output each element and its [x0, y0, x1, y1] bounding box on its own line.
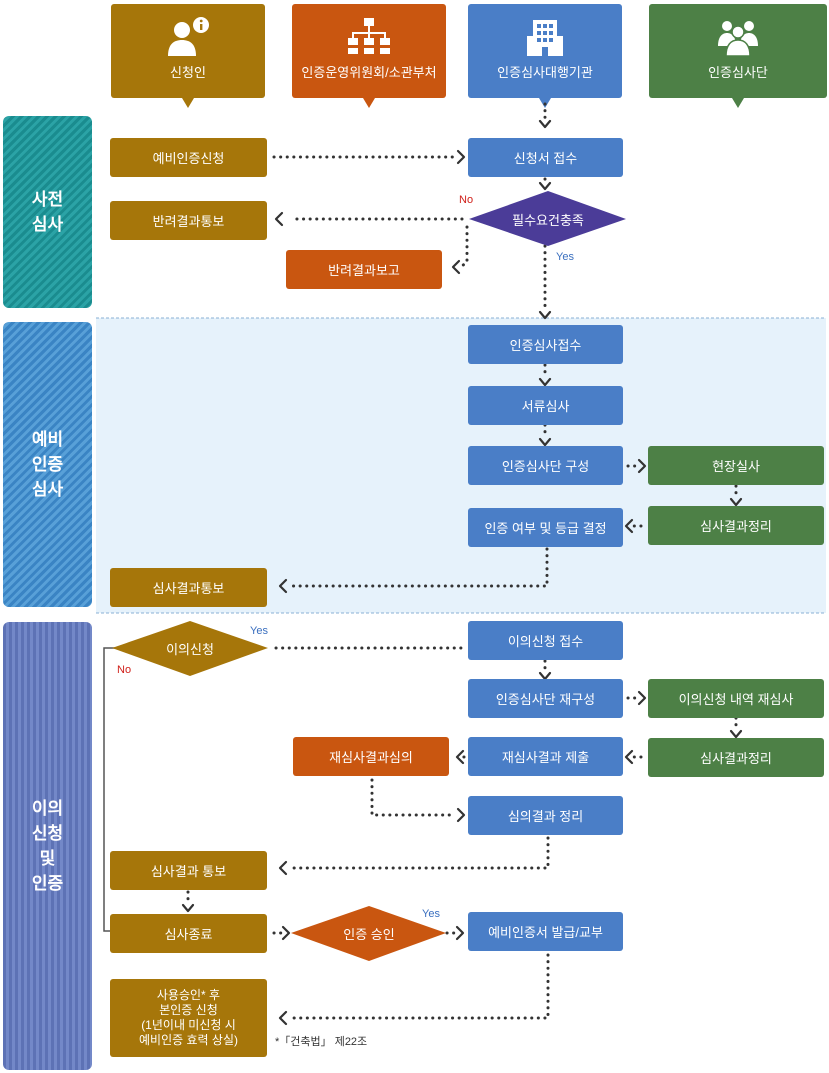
prelim-apply-box: 예비인증신청: [110, 138, 267, 177]
approval-yes-label: Yes: [422, 908, 440, 920]
requirements-yes-label: Yes: [556, 251, 574, 263]
doc-review-box: 서류심사: [468, 386, 623, 425]
review-end-box: 심사종료: [110, 914, 267, 953]
requirements-no-label: No: [459, 194, 474, 206]
approval-diamond: [291, 906, 446, 961]
deliberation-summary-box: 심의결과 정리: [468, 796, 623, 835]
footnote: *「건축법」 제22조: [275, 1036, 368, 1048]
rereview-submit-box: 재심사결과 제출: [468, 737, 623, 776]
header-review-team-label: 인증심사단: [708, 65, 768, 80]
objection-receipt-box: 이의신청 접수: [468, 621, 623, 660]
objection-no-label: No: [117, 664, 132, 676]
decision-box: 인증 여부 및 등급 결정: [468, 508, 623, 547]
site-review-box: 현장실사: [648, 446, 824, 485]
group-icon: [649, 16, 827, 58]
header-agency: 인증심사대행기관: [468, 4, 622, 108]
objection-rereview-box: 이의신청 내역 재심사: [648, 679, 824, 718]
objection-decision: 이의신청: [166, 641, 214, 657]
result-notice2-box: 심사결과 통보: [110, 851, 267, 890]
result-summary2-box: 심사결과정리: [648, 738, 824, 777]
result-summary-box: 심사결과정리: [648, 506, 824, 545]
return-notice-box: 반려결과통보: [110, 201, 267, 240]
rereview-deliberation-box: 재심사결과심의: [293, 737, 449, 776]
org-chart-icon: [292, 16, 446, 56]
approval-decision: 인증 승인: [343, 926, 395, 942]
requirements-diamond: [469, 191, 626, 246]
requirements-check: 필수요건충족: [512, 212, 584, 228]
person-info-icon: [111, 16, 265, 58]
cert-issue-box: 예비인증서 발급/교부: [468, 912, 623, 951]
return-report-box: 반려결과보고: [286, 250, 442, 289]
team-formation-box: 인증심사단 구성: [468, 446, 623, 485]
result-notice-box: 심사결과통보: [110, 568, 267, 607]
header-review-team: 인증심사단: [649, 4, 827, 108]
header-committee-label: 인증운영위원회/소관부처: [301, 65, 437, 80]
final-apply-box: 사용승인* 후 본인증 신청 (1년이내 미신청 시 예비인증 효력 상실): [110, 979, 267, 1057]
receipt-box: 신청서 접수: [468, 138, 623, 177]
header-applicant: 신청인: [111, 4, 265, 108]
section-pre-review: 사전 심사: [3, 116, 92, 308]
section-objection: 이의 신청 및 인증: [3, 622, 92, 1070]
section-preliminary: 예비 인증 심사: [3, 322, 92, 607]
header-committee: 인증운영위원회/소관부처: [292, 4, 446, 108]
building-icon: [468, 16, 622, 58]
objection-diamond: [112, 621, 268, 676]
team-reformation-box: 인증심사단 재구성: [468, 679, 623, 718]
header-agency-label: 인증심사대행기관: [497, 65, 593, 80]
review-receipt-box: 인증심사접수: [468, 325, 623, 364]
objection-yes-label: Yes: [250, 625, 268, 637]
header-applicant-label: 신청인: [170, 65, 206, 80]
